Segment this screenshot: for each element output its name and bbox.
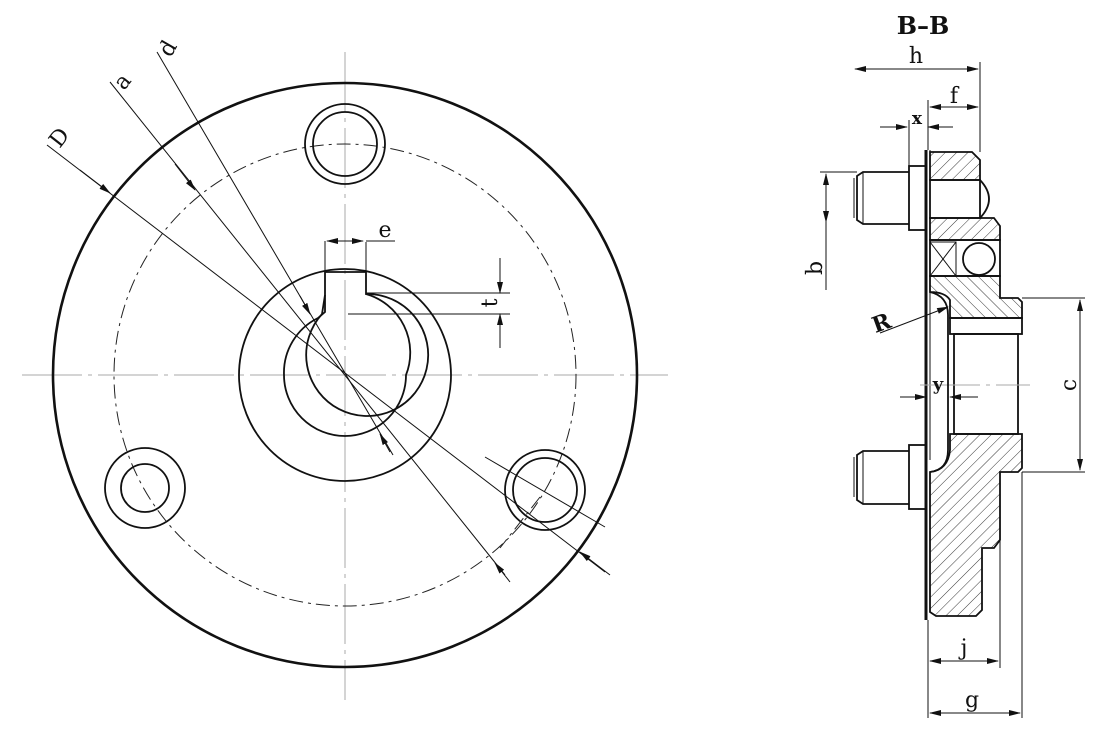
bolt-hole-bottom-left <box>104 447 186 529</box>
R-leader <box>879 306 949 334</box>
bolt-pitch-circle <box>113 143 577 607</box>
bearing-ball <box>962 242 996 276</box>
bore-outline <box>283 293 412 437</box>
d-dim-line <box>156 51 394 456</box>
dim-label-h: h <box>909 44 923 69</box>
dim-label-y: y <box>932 374 944 395</box>
bore-cavity <box>953 333 1019 435</box>
dim-label-b: b <box>803 261 828 275</box>
bore-chamfer <box>949 317 1023 335</box>
section-view-bb: B–B h f x <box>803 11 1085 718</box>
dim-label-D: D <box>45 123 76 152</box>
bolt-hole-bottom-right <box>484 449 606 549</box>
keyed-bore <box>305 271 430 417</box>
D-arrow-top <box>79 169 111 194</box>
section-title: B–B <box>897 11 950 40</box>
stud-top <box>853 165 927 231</box>
D-arrow-bottom <box>579 551 611 576</box>
a-dim-line <box>109 81 506 576</box>
a-arrow-top <box>174 163 196 191</box>
dim-label-t: t <box>478 298 503 307</box>
flange-outer-circle <box>51 81 639 669</box>
hub-circle <box>238 268 452 482</box>
dim-label-e: e <box>378 218 391 243</box>
dim-label-g: g <box>965 688 979 713</box>
dim-label-R: R <box>869 308 896 339</box>
bolt-hole-top <box>304 103 386 185</box>
dim-label-c: c <box>1057 379 1082 391</box>
d-arrow-top <box>299 295 311 315</box>
D-dim-line <box>46 144 606 573</box>
d-arrow-bottom <box>379 433 391 453</box>
bolt-head-dome <box>979 179 990 219</box>
stud-bottom <box>853 444 927 510</box>
a-arrow-bottom <box>494 562 511 583</box>
dim-label-a: a <box>109 69 137 95</box>
body-mid-section <box>929 217 1001 241</box>
bolt-shank <box>929 179 981 219</box>
dim-label-j: j <box>958 636 968 661</box>
hub-upper-section <box>929 275 1023 319</box>
dim-label-d: d <box>154 36 183 61</box>
flange-lower-section <box>929 433 1023 617</box>
dim-label-x: x <box>912 109 923 129</box>
body-top-section <box>929 151 981 181</box>
dim-label-f: f <box>950 84 960 109</box>
front-view: t e D a <box>22 36 668 700</box>
